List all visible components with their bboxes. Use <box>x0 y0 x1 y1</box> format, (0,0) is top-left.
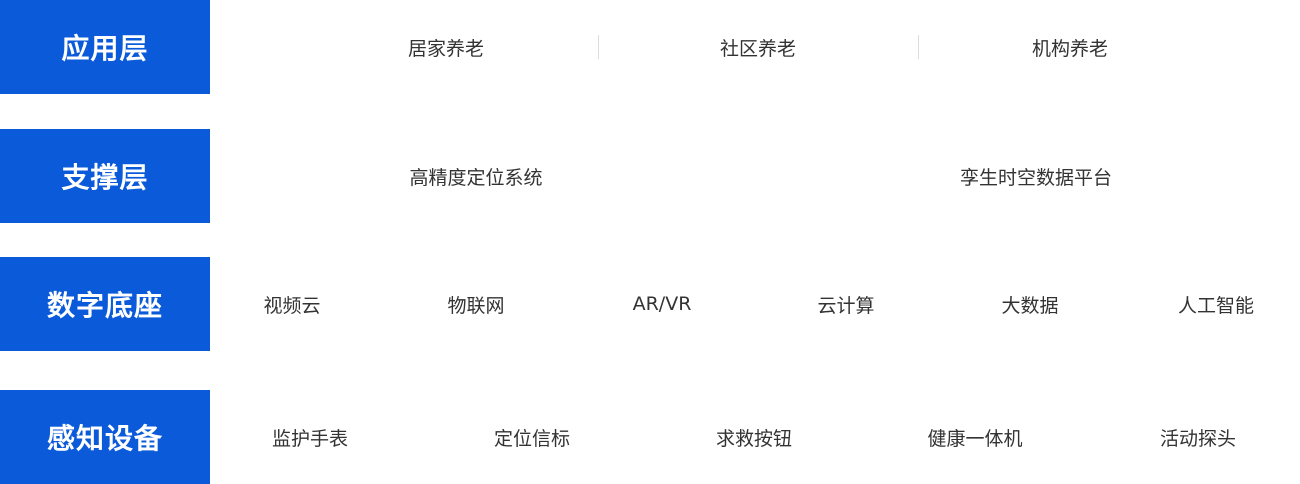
item-twin-data-platform: 孪生时空数据平台 <box>959 166 1112 189</box>
item-institution-care: 机构养老 <box>1031 37 1108 60</box>
item-iot: 物联网 <box>447 294 505 317</box>
item-community-care: 社区养老 <box>719 37 796 60</box>
item-activity-sensor: 活动探头 <box>1159 427 1236 450</box>
divider <box>918 35 919 59</box>
item-big-data: 大数据 <box>1001 294 1059 317</box>
divider <box>598 35 599 59</box>
layer-row-digital-base: 视频云 物联网 AR/VR 云计算 大数据 人工智能 <box>210 257 1300 351</box>
item-positioning-system: 高精度定位系统 <box>409 166 543 189</box>
layer-row-support: 高精度定位系统 孪生时空数据平台 <box>210 129 1300 223</box>
item-monitoring-watch: 监护手表 <box>271 427 348 450</box>
layer-row-sensing-devices: 监护手表 定位信标 求救按钮 健康一体机 活动探头 <box>210 390 1300 484</box>
item-sos-button: 求救按钮 <box>715 427 792 450</box>
item-ai: 人工智能 <box>1177 294 1254 317</box>
layer-label-sensing-devices: 感知设备 <box>0 390 210 484</box>
item-ar-vr: AR/VR <box>632 293 692 315</box>
layer-label-digital-base: 数字底座 <box>0 257 210 351</box>
item-positioning-beacon: 定位信标 <box>493 427 570 450</box>
layer-label-application: 应用层 <box>0 0 210 94</box>
item-video-cloud: 视频云 <box>263 294 321 317</box>
layer-row-application: 居家养老 社区养老 机构养老 <box>210 0 1300 94</box>
item-health-kiosk: 健康一体机 <box>927 427 1023 450</box>
item-home-care: 居家养老 <box>407 37 484 60</box>
layer-label-support: 支撑层 <box>0 129 210 223</box>
item-cloud-computing: 云计算 <box>817 294 875 317</box>
